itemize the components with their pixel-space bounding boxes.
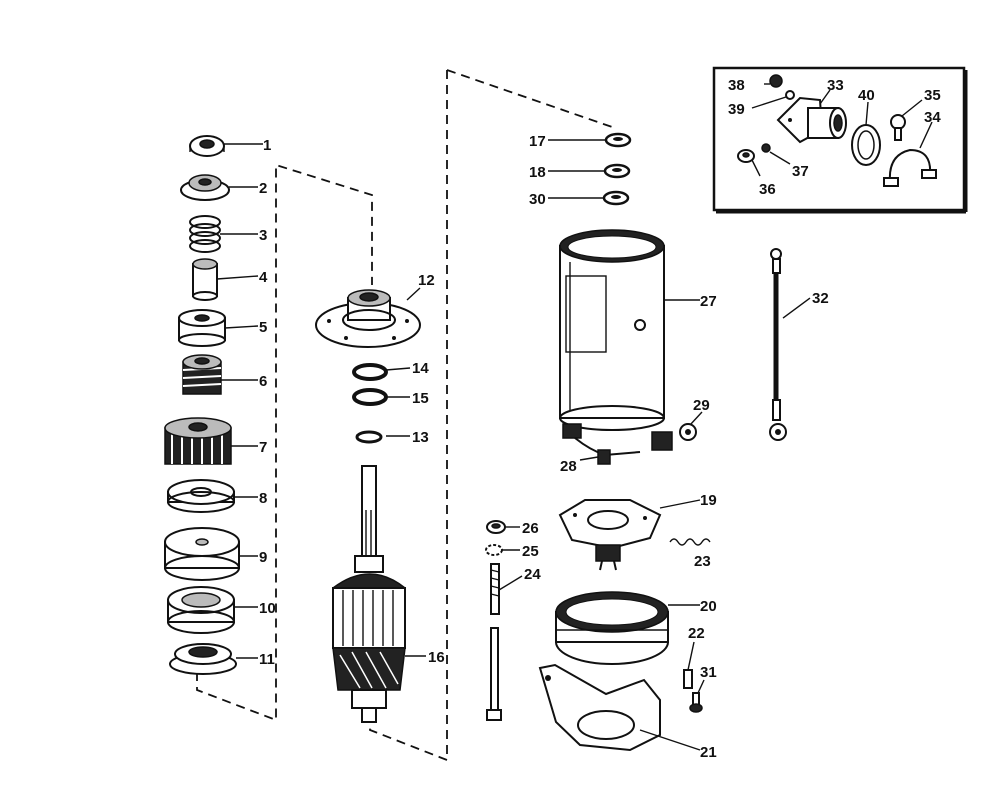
callout-6: 6 [259, 373, 267, 390]
callout-24: 24 [524, 566, 541, 583]
part-10-ring [167, 586, 235, 634]
part-7-pinion-gear [164, 417, 232, 465]
through-bolt [486, 627, 502, 721]
callout-28: 28 [560, 458, 577, 475]
callout-33: 33 [827, 77, 844, 94]
part-37-washer [761, 143, 771, 153]
callout-38: 38 [728, 77, 745, 94]
callout-3: 3 [259, 227, 267, 244]
callout-30: 30 [529, 191, 546, 208]
callout-31: 31 [700, 664, 717, 681]
part-33-solenoid [776, 96, 847, 144]
part-23-springs [669, 538, 711, 546]
callout-18: 18 [529, 164, 546, 181]
callout-7: 7 [259, 439, 267, 456]
part-32-cable [769, 248, 787, 441]
callout-16: 16 [428, 649, 445, 666]
callout-labels: 1 2 3 4 5 6 7 8 9 10 11 12 13 14 15 16 1… [259, 77, 941, 761]
callout-17: 17 [529, 133, 546, 150]
callout-14: 14 [412, 360, 429, 377]
callout-20: 20 [700, 598, 717, 615]
part-17-washer [604, 132, 632, 148]
callout-27: 27 [700, 293, 717, 310]
part-11-cup [169, 643, 237, 675]
part-26-nut [486, 520, 506, 534]
leader-lines [216, 83, 933, 751]
callout-11: 11 [259, 651, 275, 668]
part-2-cap [180, 174, 230, 201]
part-3-spring [189, 215, 221, 253]
part-18-washer [603, 163, 631, 179]
callout-36: 36 [759, 181, 776, 198]
part-5-collar [178, 309, 226, 347]
callout-15: 15 [412, 390, 429, 407]
part-19-brush-plate [558, 499, 662, 571]
callout-5: 5 [259, 319, 267, 336]
part-34-strap [883, 148, 937, 187]
part-28-brush-lead [562, 423, 641, 465]
callout-39: 39 [728, 101, 745, 118]
callout-34: 34 [924, 109, 941, 126]
callout-13: 13 [412, 429, 429, 446]
part-8-washer [167, 479, 235, 513]
callout-2: 2 [259, 180, 267, 197]
callout-29: 29 [693, 397, 710, 414]
callout-22: 22 [688, 625, 705, 642]
part-25-lock-washer [485, 544, 503, 556]
callout-26: 26 [522, 520, 539, 537]
callout-21: 21 [700, 744, 717, 761]
part-15-washer [352, 388, 388, 406]
part-22-bolt [683, 669, 693, 689]
part-6-spring-sleeve [182, 354, 222, 395]
callout-23: 23 [694, 553, 711, 570]
callout-8: 8 [259, 490, 267, 507]
callout-37: 37 [792, 163, 809, 180]
part-21-mounting-bracket [538, 663, 661, 752]
part-12-end-plate [315, 289, 421, 348]
part-39-washer [785, 90, 795, 100]
assembly-guide-lines [196, 69, 616, 762]
part-13-washer [355, 430, 383, 444]
part-27-frame-housing [559, 229, 665, 431]
part-36-nut [737, 149, 755, 163]
part-29-terminal [651, 423, 697, 451]
callout-40: 40 [858, 87, 875, 104]
part-14-washer [352, 363, 388, 381]
callout-9: 9 [259, 549, 267, 566]
part-30-washer [602, 190, 630, 206]
part-24-stud [490, 563, 500, 615]
callout-35: 35 [924, 87, 941, 104]
callout-19: 19 [700, 492, 717, 509]
callout-10: 10 [259, 600, 276, 617]
part-9-spacer [164, 527, 240, 581]
callout-12: 12 [418, 272, 435, 289]
part-1-nut [189, 135, 225, 157]
callout-4: 4 [259, 269, 268, 286]
part-35-screw [890, 114, 906, 141]
part-40-ring [851, 124, 881, 166]
callout-32: 32 [812, 290, 829, 307]
callout-25: 25 [522, 543, 539, 560]
part-31-screw [689, 692, 703, 713]
part-38-nut [769, 74, 783, 88]
part-4-sleeve [192, 258, 218, 301]
part-20-end-cap [555, 591, 669, 665]
callout-1: 1 [263, 137, 271, 154]
part-16-armature [332, 465, 406, 723]
